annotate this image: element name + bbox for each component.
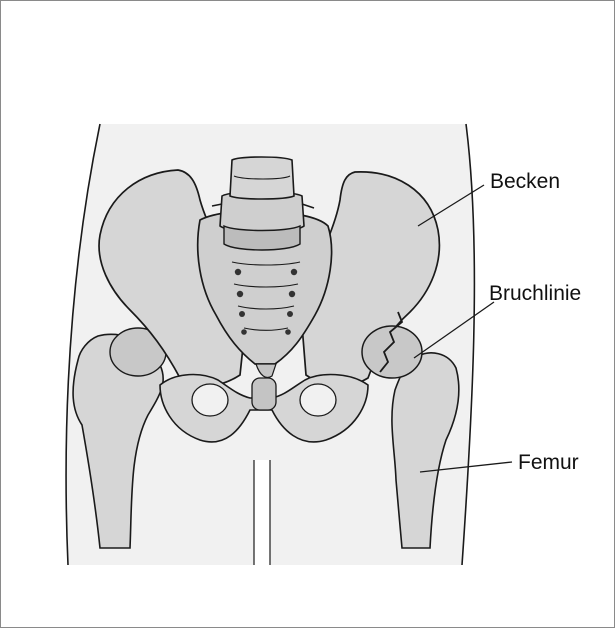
right-obturator — [300, 384, 336, 416]
inner-leg-line — [254, 460, 270, 565]
right-acetabulum — [362, 326, 422, 378]
pubic-symphysis — [252, 378, 276, 410]
left-obturator — [192, 384, 228, 416]
label-femur: Femur — [518, 452, 579, 473]
label-becken: Becken — [490, 171, 560, 192]
label-bruchlinie: Bruchlinie — [489, 283, 581, 304]
